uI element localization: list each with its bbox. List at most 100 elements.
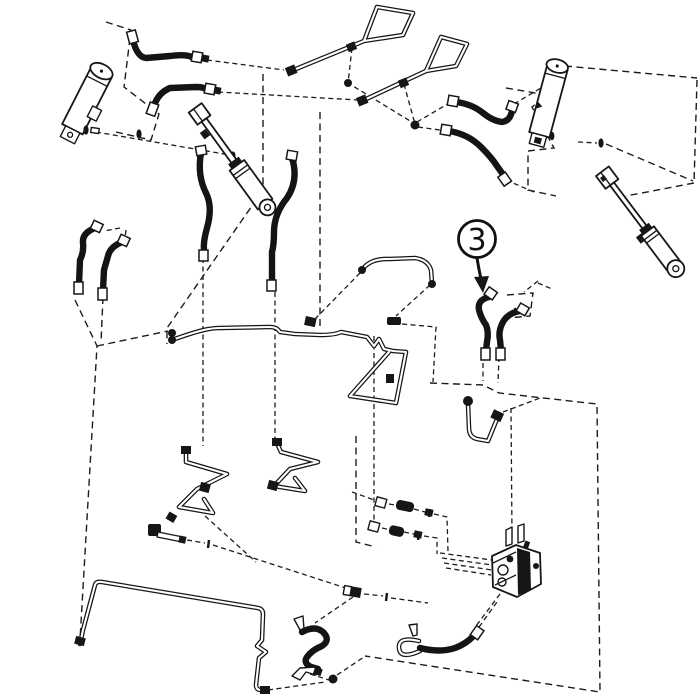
hose-e-path xyxy=(196,149,213,255)
hose-top-left-a xyxy=(125,28,210,64)
leader-ticks xyxy=(206,508,432,602)
hose-b-nipple xyxy=(213,86,222,95)
hose-right-r1 xyxy=(475,285,499,361)
leader-flag2-stub xyxy=(403,83,416,125)
cap-seam xyxy=(544,72,566,80)
leader-elbow-up xyxy=(336,656,365,676)
leader-fitting-row2 xyxy=(381,527,438,554)
frame-outline-top-right xyxy=(505,87,557,197)
middle-long-tube xyxy=(168,316,409,406)
pin-washer-right xyxy=(549,131,604,148)
hex-union-collar xyxy=(342,584,353,597)
cap-dot xyxy=(99,69,104,73)
rod xyxy=(609,181,648,231)
upper-curve-tube xyxy=(358,255,436,325)
rod-port xyxy=(199,128,211,140)
clevis-slot xyxy=(193,108,203,122)
hose-a-path xyxy=(129,36,196,62)
control-valve xyxy=(491,523,542,598)
cap-dot xyxy=(555,64,559,68)
hose-left-l2 xyxy=(97,233,132,301)
hose-c-path xyxy=(452,98,516,126)
flag-tube-1-path xyxy=(288,4,416,74)
upper-curve-tube-inner xyxy=(360,256,434,285)
cone-fitting xyxy=(395,499,415,513)
port-block xyxy=(86,105,103,122)
elbow-bolt-assembly xyxy=(148,511,187,544)
hose-right-r2 xyxy=(495,302,531,361)
bottom-hose-horn xyxy=(408,623,418,637)
frame-outline-center-left xyxy=(166,74,264,344)
valve-edge xyxy=(494,574,517,586)
valve-port-dark xyxy=(533,563,539,569)
cylinder-body xyxy=(528,63,569,139)
s-hose-path xyxy=(298,625,330,673)
hose-l2-band-1 xyxy=(116,233,132,248)
leader-top-right-edge xyxy=(564,65,698,197)
middle-long-tube-inner xyxy=(170,325,408,405)
rod xyxy=(200,117,238,165)
small-z-tube xyxy=(463,396,505,444)
frame-outlines xyxy=(74,21,698,693)
flag-tube-1-union xyxy=(345,41,358,53)
leader-uppercurve-left xyxy=(314,272,361,320)
leader-z1-down xyxy=(204,515,257,563)
hose-r1-path xyxy=(475,293,493,354)
hose-center-left-e xyxy=(194,144,213,262)
leader-pin-left-cylinder xyxy=(95,131,231,156)
elbow-fitting-bottom xyxy=(328,674,338,684)
hose-d-band-2 xyxy=(496,170,513,188)
hose-f-band-2 xyxy=(266,279,277,292)
hex-fitting xyxy=(374,496,388,509)
leader-left-hoses-to-port xyxy=(96,296,169,347)
flag-tube-2-union xyxy=(397,77,410,89)
zigzag-tube-2-inner xyxy=(272,439,320,493)
hose-a-band-2 xyxy=(190,50,204,64)
small-z-nut xyxy=(490,409,505,423)
s-hose-nipple xyxy=(312,666,323,677)
washer xyxy=(136,129,142,139)
hex-fitting xyxy=(367,520,381,533)
cylinder-foot xyxy=(59,125,81,145)
tick xyxy=(384,592,389,602)
collar xyxy=(228,156,243,170)
hose-e-band-1 xyxy=(194,144,208,157)
collar xyxy=(639,222,653,235)
leader-hex-to-shose xyxy=(314,596,354,624)
hose-e-band-2 xyxy=(198,249,209,262)
flag-tube-2-fitting xyxy=(355,94,369,107)
zigzag-1-fitting-mid xyxy=(198,481,211,494)
bottom-hose-band xyxy=(469,624,486,641)
hose-l2-band-2 xyxy=(97,287,108,301)
callout-arrow xyxy=(475,257,483,280)
hose-left-l1 xyxy=(73,219,105,295)
hose-c-band-2 xyxy=(504,99,520,114)
bottom-hose-path xyxy=(416,630,479,654)
valve-edge xyxy=(492,551,517,564)
leader-smallz xyxy=(502,397,541,413)
leader-valve-fan xyxy=(439,552,493,576)
leader-tube-port-right xyxy=(401,323,437,383)
ring xyxy=(643,229,658,241)
frame-outline-fitting-panel xyxy=(355,436,377,548)
bolt-thread xyxy=(178,535,187,544)
hose-r2-path xyxy=(496,307,524,354)
valve-spool-dark xyxy=(517,548,531,595)
zigzag-tube-1-inner xyxy=(177,448,229,515)
hose-l2-path xyxy=(99,238,126,294)
middle-long-tube-path xyxy=(169,324,409,406)
end-cap-hole xyxy=(263,203,272,212)
valve-port xyxy=(497,564,509,576)
tilt-cylinder-left xyxy=(59,61,114,145)
bottom-long-tube-inner xyxy=(78,580,269,693)
zigzag-tube-2-path xyxy=(271,438,321,494)
leader-hoseA xyxy=(206,59,285,71)
plug-fitting xyxy=(424,508,434,517)
leader-bottom-fitting xyxy=(537,282,553,290)
callout-label: 3 xyxy=(467,223,486,258)
tube-loop-fitting xyxy=(386,374,394,383)
leader-valve-top xyxy=(510,407,513,538)
valve-stud xyxy=(522,540,531,550)
fitting-row-2 xyxy=(367,520,423,539)
hose-r2-band-1 xyxy=(515,302,531,317)
